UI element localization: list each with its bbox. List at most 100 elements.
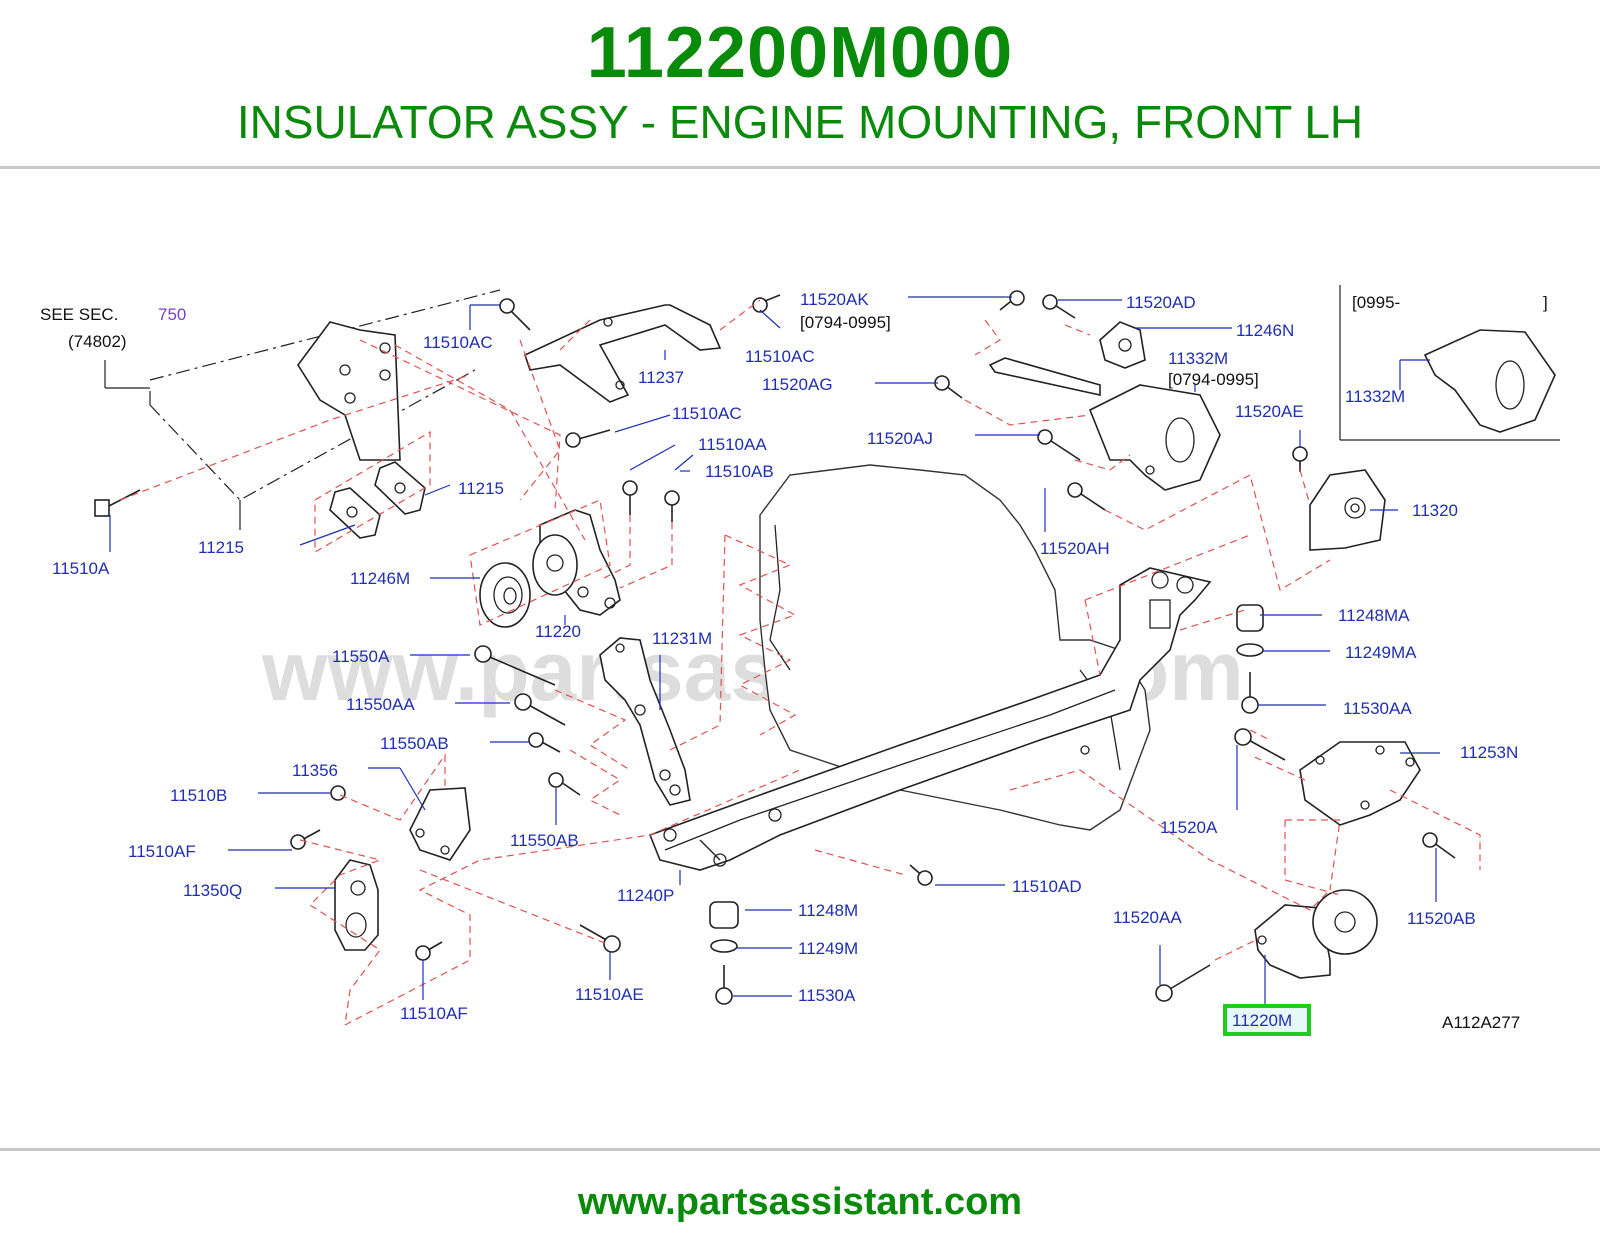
bolt-11520AH <box>1067 482 1106 511</box>
callout-11510AD[interactable]: 11510AD <box>1012 877 1082 896</box>
callout-11332M[interactable]: 11332M <box>1168 349 1228 368</box>
callout-11249M[interactable]: 11249M <box>798 939 858 958</box>
footer-divider <box>0 1148 1600 1151</box>
callout-range-11332M: [0794-0995] <box>1168 370 1259 389</box>
bracket-11253N <box>1299 741 1421 826</box>
callout-11510AB[interactable]: 11510AB <box>705 462 774 481</box>
callout-11249MA[interactable]: 11249MA <box>1345 643 1417 662</box>
callout-11510AF-b[interactable]: 11510AF <box>400 1004 468 1023</box>
callout-11550A[interactable]: 11550A <box>332 647 390 666</box>
callout-11530A[interactable]: 11530A <box>798 986 856 1005</box>
parts-diagram: www.partsassistant.com <box>40 285 1560 1036</box>
see-sec-label: SEE SEC. <box>40 305 118 324</box>
callout-11550AB-b[interactable]: 11550AB <box>510 831 579 850</box>
insulator-11350Q <box>334 859 379 951</box>
callout-11510AA[interactable]: 11510AA <box>698 435 767 454</box>
highlight-box[interactable] <box>1223 1004 1311 1036</box>
callout-11356[interactable]: 11356 <box>292 761 338 780</box>
nut-11510B <box>330 785 346 801</box>
highlighted-callout[interactable]: 11220M <box>1223 1004 1311 1036</box>
crossmember-11240P <box>648 567 1212 871</box>
leader-lines <box>109 296 1440 1005</box>
callout-11510B[interactable]: 11510B <box>170 786 227 805</box>
insulator-11320 <box>1309 469 1386 551</box>
inset-range-label: [0995- <box>1352 293 1400 312</box>
assembly-lines <box>119 299 1481 1026</box>
bolt-11520AE <box>1292 446 1308 472</box>
bolt-11510AC-a <box>499 298 531 331</box>
bracket-11332M <box>1088 384 1221 491</box>
callout-11231M[interactable]: 11231M <box>652 629 712 648</box>
bracket-11356 <box>409 787 471 861</box>
callout-11253N[interactable]: 11253N <box>1460 743 1518 762</box>
see-sec-ref: (74802) <box>68 332 127 351</box>
callout-11220M[interactable]: 11220M <box>1232 1011 1292 1030</box>
callout-11510AC-b[interactable]: 11510AC <box>745 347 815 366</box>
bolt-11510A <box>94 489 141 517</box>
bolt-11520AK <box>999 290 1025 311</box>
bolt-11520A <box>1234 728 1286 761</box>
callout-labels: 11510AC 11237 11510AC 11520AK [0794-0995… <box>52 290 1518 1023</box>
callout-11520AE[interactable]: 11520AE <box>1235 402 1304 421</box>
inset-range-bracket: ] <box>1543 293 1548 312</box>
callout-11332M-inset[interactable]: 11332M <box>1345 387 1405 406</box>
header-divider <box>0 166 1600 169</box>
callout-11237[interactable]: 11237 <box>638 368 684 387</box>
insulator-11220M <box>1254 889 1378 979</box>
callout-11510AF-a[interactable]: 11510AF <box>128 842 196 861</box>
bolt-11520AG <box>934 375 963 399</box>
callout-11248MA[interactable]: 11248MA <box>1338 606 1410 625</box>
bolt-11510AD <box>909 864 933 886</box>
bolt-11510AB <box>664 490 680 522</box>
bushing-11246M <box>479 562 531 628</box>
bolt-11510AC-b <box>752 294 781 313</box>
callout-11520AJ[interactable]: 11520AJ <box>867 429 933 448</box>
callout-11510A[interactable]: 11510A <box>52 559 110 578</box>
callout-11246M[interactable]: 11246M <box>350 569 410 588</box>
see-sec-panel <box>104 289 501 530</box>
diagram-code: A112A277 <box>1442 1013 1520 1032</box>
mount-11248M <box>709 901 739 929</box>
callout-11520AD[interactable]: 11520AD <box>1126 293 1196 312</box>
callout-11520AH[interactable]: 11520AH <box>1040 539 1110 558</box>
link-rod-11520AK <box>988 357 1101 396</box>
bolt-11520AJ <box>1037 429 1081 461</box>
callout-11215-a[interactable]: 11215 <box>458 479 504 498</box>
bolt-11510AE <box>579 924 621 953</box>
bolt-11530A <box>715 965 733 1005</box>
bolt-11550AB-a <box>528 732 561 753</box>
callout-11550AB-a[interactable]: 11550AB <box>380 734 449 753</box>
callout-11550AA[interactable]: 11550AA <box>346 695 415 714</box>
footer-url-link[interactable]: www.partsassistant.com <box>577 1181 1023 1223</box>
callout-11246N[interactable]: 11246N <box>1236 321 1294 340</box>
bracket-11231M <box>599 637 691 806</box>
callout-11520AB[interactable]: 11520AB <box>1407 909 1476 928</box>
callout-11220[interactable]: 11220 <box>535 622 581 641</box>
callout-11510AC-c[interactable]: 11510AC <box>672 404 742 423</box>
callout-11520AK[interactable]: 11520AK <box>800 290 869 309</box>
part-number-title: 112200M000 <box>586 13 1014 93</box>
callout-11350Q[interactable]: 11350Q <box>183 881 242 900</box>
insulator-11220 <box>532 509 621 616</box>
callout-11530AA[interactable]: 11530AA <box>1343 699 1412 718</box>
callout-11240P[interactable]: 11240P <box>617 886 674 905</box>
callout-11248M[interactable]: 11248M <box>798 901 858 920</box>
callout-11510AE[interactable]: 11510AE <box>575 985 644 1004</box>
bolt-11520AD <box>1042 294 1076 319</box>
callout-11520AA[interactable]: 11520AA <box>1113 908 1182 927</box>
mount-11248MA <box>1236 604 1264 632</box>
callout-11520A[interactable]: 11520A <box>1160 818 1218 837</box>
bolt-11510AA <box>622 480 638 515</box>
callout-11510AC-a[interactable]: 11510AC <box>423 333 493 352</box>
callout-11320[interactable]: 11320 <box>1412 501 1458 520</box>
callout-11215-b[interactable]: 11215 <box>198 538 244 557</box>
callout-11520AG[interactable]: 11520AG <box>762 375 833 394</box>
bolt-11510AF-b <box>415 941 443 961</box>
washer-11249MA <box>1236 643 1264 657</box>
bolt-11550AA <box>514 693 566 726</box>
washer-11249M <box>710 939 738 953</box>
callout-range-11520AK: [0794-0995] <box>800 313 891 332</box>
see-sec-number-link[interactable]: 750 <box>158 305 186 324</box>
bolt-11550A <box>474 645 556 686</box>
part-description: INSULATOR ASSY - ENGINE MOUNTING, FRONT … <box>236 96 1364 148</box>
